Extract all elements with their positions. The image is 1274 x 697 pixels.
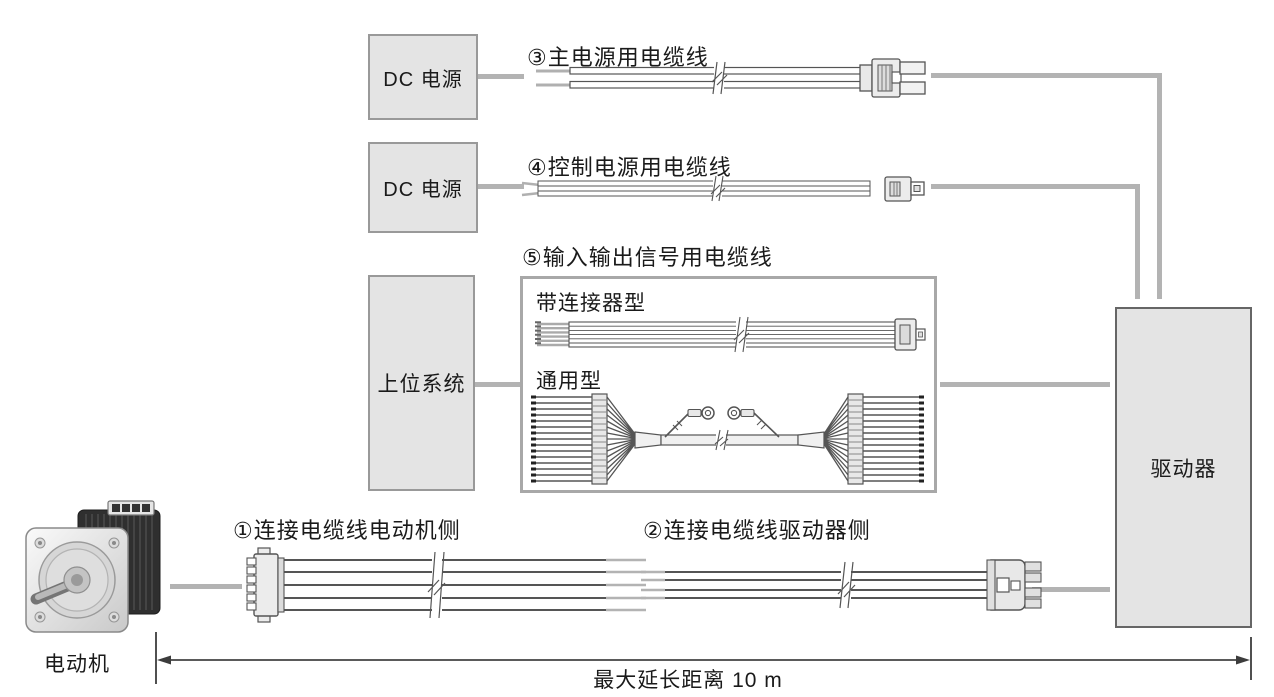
connector-line-cable2-driver [1032,587,1110,592]
box-dc-power-1: DC 电源 [368,34,478,120]
cable-5-general-drawing [531,393,924,485]
connector-line-dc2-cable4 [478,184,524,189]
cable-2-connector [986,559,1042,611]
label-cable-4: ④控制电源用电缆线 [527,155,732,180]
break-symbol [710,175,726,202]
label-cable-5-connector-type: 带连接器型 [536,292,646,315]
break-symbol [427,551,446,619]
cable-3-connector [859,58,926,98]
break-symbol [711,61,728,95]
label-cable-5: ⑤输入输出信号用电缆线 [522,245,773,270]
cable-2-drawing [641,559,1042,611]
break-symbol [733,316,750,353]
box-driver: 驱动器 [1115,307,1252,628]
cable-4-drawing [521,175,925,202]
cable-3-drawing [536,58,926,98]
connector-line-cable3-v [1157,73,1162,299]
label-cable-3: ③主电源用电缆线 [527,45,709,70]
connector-line-cable3-h [931,73,1162,78]
cable-1-drawing [246,547,646,623]
cable-5-connector-drawing [535,316,926,353]
ring-terminal-left [664,406,715,438]
dimension-arrow [155,632,1252,684]
cable-5a-connector [894,318,926,351]
connector-line-host-iobox [475,382,520,387]
cable-4-connector [884,176,925,202]
label-cable-1: ①连接电缆线电动机侧 [233,518,461,543]
break-symbol [837,561,856,609]
box-host-system: 上位系统 [368,275,475,491]
box-driver-label: 驱动器 [1150,457,1217,481]
label-cable-2: ②连接电缆线驱动器侧 [643,518,871,543]
label-max-distance: 最大延长距离 10 m [593,669,783,692]
break-symbol [714,429,729,451]
box-dc-power-2: DC 电源 [368,142,478,233]
connector-line-dc1-cable3 [478,74,524,79]
motor-top-connector [107,500,155,516]
cable-1-connector [246,547,285,623]
box-dc-power-1-label: DC 电源 [383,68,463,91]
connector-line-iobox-driver [940,382,1110,387]
motor-photo [25,500,161,633]
box-dc-power-2-label: DC 电源 [383,179,463,201]
ring-terminal-right [727,406,780,438]
connector-line-cable4-h [931,184,1140,189]
label-motor: 电动机 [44,653,110,676]
box-host-system-label: 上位系统 [377,373,466,396]
connector-line-motor-cable1 [170,584,242,589]
label-cable-5-general-type: 通用型 [536,370,602,393]
connector-line-cable4-v [1135,184,1140,299]
